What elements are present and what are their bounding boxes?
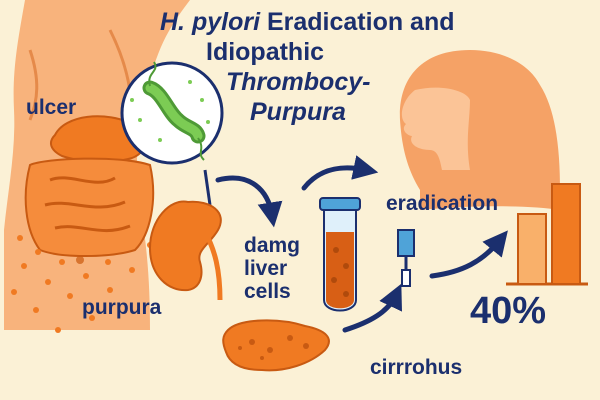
chart-bar-1	[517, 213, 547, 285]
arrow-to-eradication	[301, 155, 379, 191]
arrow-to-damaged-cells	[215, 175, 283, 228]
title-line-1-rest: Eradication and	[260, 8, 455, 36]
damaged-cells-line-2: liver	[244, 257, 288, 280]
result-bar-chart	[506, 183, 588, 286]
intestines-icon	[24, 115, 155, 257]
title-line-4: Purpura	[250, 98, 346, 126]
test-tube-icon	[319, 197, 361, 312]
woman-profile-icon	[399, 50, 560, 210]
damaged-cells-label: damg liver cells	[244, 234, 300, 303]
title-line-3: Thrombocy-	[226, 68, 371, 96]
purpura-label: purpura	[82, 296, 162, 319]
arrow-from-cirrhosis	[342, 283, 402, 333]
title-line-2: Idiopathic	[206, 38, 325, 66]
cirrhosis-label: cirrrohus	[370, 356, 463, 379]
damaged-cells-line-3: cells	[244, 280, 291, 303]
percent-label: 40%	[470, 290, 547, 332]
ulcer-label: ulcer	[26, 96, 77, 119]
arrow-to-chart	[429, 230, 508, 279]
title-organism: H. pylori	[160, 8, 261, 36]
damaged-cells-line-1: damg	[244, 234, 301, 257]
liver-icon	[222, 319, 330, 372]
kidney-icon	[148, 169, 223, 301]
bacteria-icon	[120, 61, 224, 165]
probe-icon	[397, 229, 415, 287]
title-line-1: H. pylori Eradication and	[160, 8, 455, 37]
purpura-dots	[11, 235, 153, 333]
flow-arrows	[215, 155, 508, 333]
chart-bar-2	[551, 183, 581, 285]
eradication-label: eradication	[386, 192, 499, 215]
